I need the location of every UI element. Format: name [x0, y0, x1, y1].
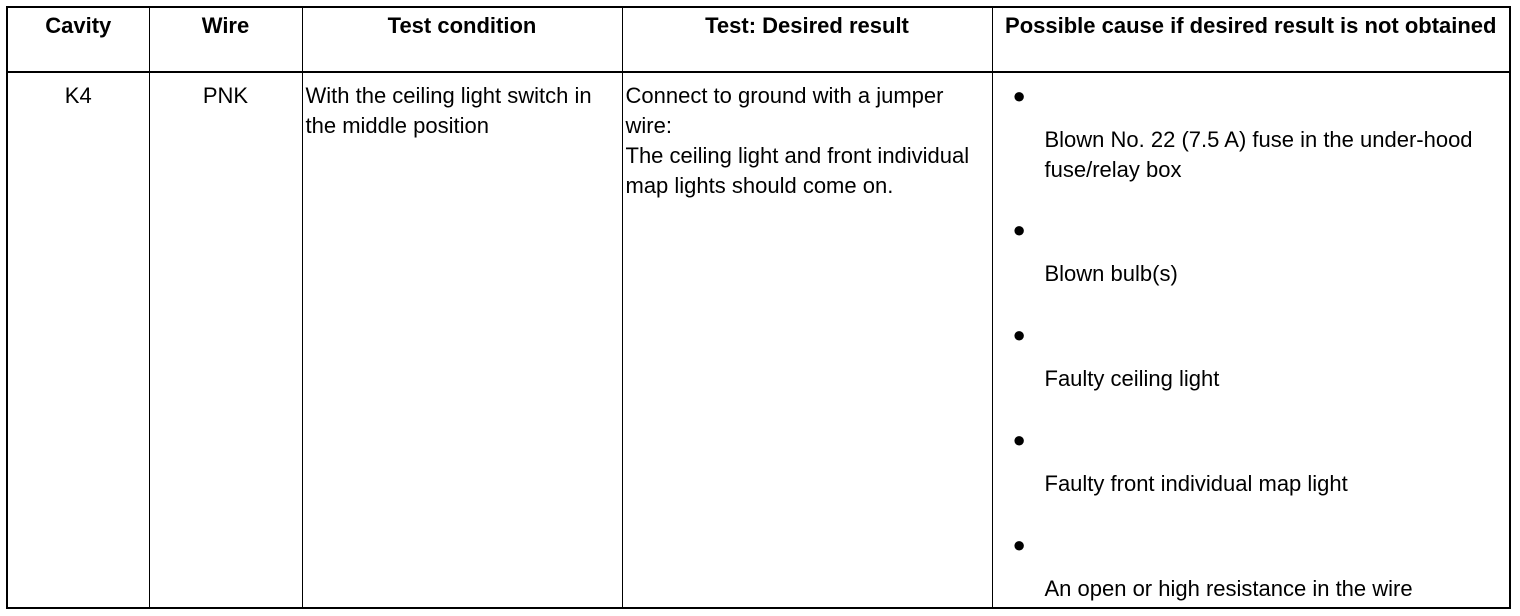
test-table-frame: Cavity Wire Test condition Test: Desired… [6, 6, 1511, 609]
bullet-icon: ● [1012, 217, 1026, 242]
header-possible-cause: Possible cause if desired result is not … [992, 8, 1509, 73]
bullet-icon: ● [1012, 427, 1026, 452]
cell-desired-result: Connect to ground with a jumper wire: Th… [622, 72, 993, 607]
list-item: ● Faulty ceiling light [1013, 320, 1510, 425]
header-row: Cavity Wire Test condition Test: Desired… [8, 8, 1509, 73]
cause-text: Faulty ceiling light [1044, 366, 1220, 391]
list-item: ● Blown No. 22 (7.5 A) fuse in the under… [1013, 81, 1510, 215]
cell-cavity: K4 [8, 72, 150, 607]
bullet-icon: ● [1012, 83, 1026, 108]
cause-text: An open or high resistance in the wire [1044, 576, 1413, 601]
cause-text: Blown bulb(s) [1044, 261, 1178, 286]
cause-text: Blown No. 22 (7.5 A) fuse in the under-h… [1044, 127, 1473, 182]
cell-wire: PNK [149, 72, 303, 607]
bullet-icon: ● [1012, 532, 1026, 557]
desired-result-instruction: Connect to ground with a jumper wire: [625, 83, 944, 138]
header-desired-result: Test: Desired result [622, 8, 993, 73]
test-table: Cavity Wire Test condition Test: Desired… [8, 8, 1510, 607]
list-item: ● An open or high resistance in the wire [1012, 530, 1510, 607]
cell-possible-causes: ● Blown No. 22 (7.5 A) fuse in the under… [992, 72, 1510, 607]
header-wire: Wire [149, 8, 303, 73]
list-item: ● Faulty front individual map light [1013, 425, 1510, 530]
header-cavity: Cavity [8, 8, 150, 73]
table-row: K4 PNK With the ceiling light switch in … [8, 72, 1510, 607]
bullet-icon: ● [1012, 322, 1026, 347]
cell-test-condition: With the ceiling light switch in the mid… [302, 72, 623, 607]
desired-result-outcome: The ceiling light and front individual m… [625, 143, 970, 198]
header-test-condition: Test condition [302, 8, 623, 73]
cause-list: ● Blown No. 22 (7.5 A) fuse in the under… [1012, 81, 1510, 607]
list-item: ● Blown bulb(s) [1013, 215, 1510, 320]
cause-text: Faulty front individual map light [1044, 471, 1348, 496]
